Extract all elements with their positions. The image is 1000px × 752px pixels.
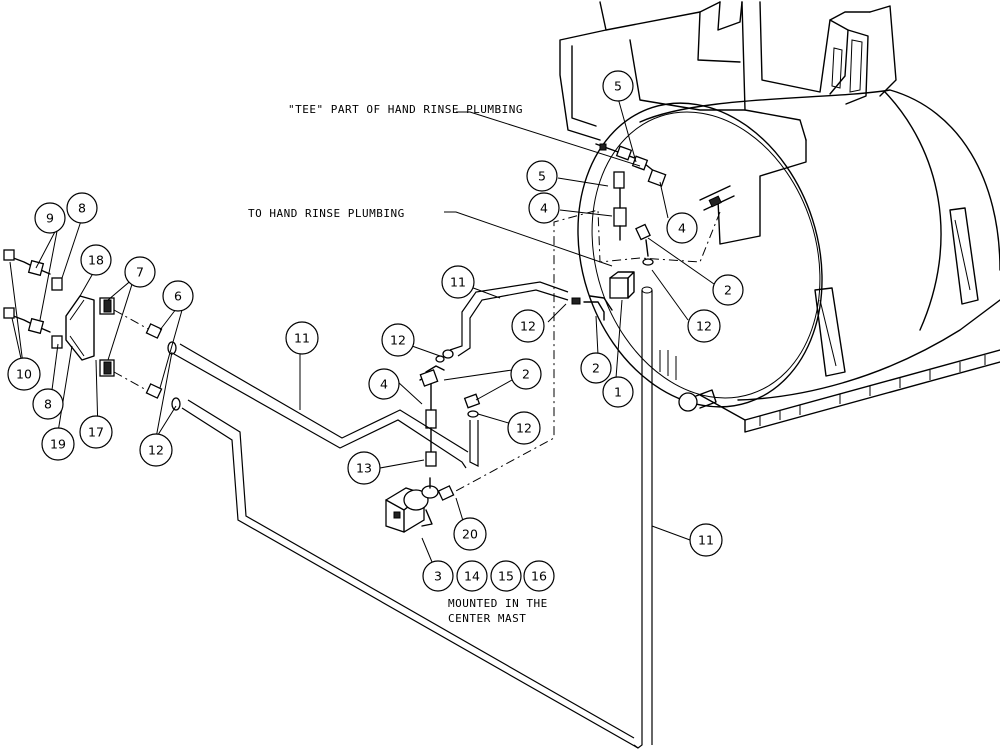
callout-12: 12 — [511, 309, 545, 343]
callout-12: 12 — [507, 411, 541, 445]
note-to-hand-rinse: TO HAND RINSE PLUMBING — [248, 207, 405, 220]
svg-text:7: 7 — [136, 265, 144, 280]
svg-text:19: 19 — [50, 437, 66, 452]
tank-assembly — [559, 1, 1000, 433]
svg-text:1: 1 — [614, 385, 622, 400]
callout-18: 18 — [80, 244, 112, 276]
svg-text:5: 5 — [538, 169, 546, 184]
svg-text:12: 12 — [516, 421, 532, 436]
middle-piping — [173, 281, 639, 749]
left-fittings — [3, 249, 181, 411]
svg-text:11: 11 — [450, 275, 466, 290]
callout-4: 4 — [368, 368, 400, 400]
svg-text:5: 5 — [614, 79, 622, 94]
svg-text:13: 13 — [356, 461, 372, 476]
svg-text:10: 10 — [16, 367, 32, 382]
svg-text:3: 3 — [434, 569, 442, 584]
svg-text:16: 16 — [531, 569, 547, 584]
callout-2: 2 — [712, 274, 744, 306]
callout-12: 12 — [687, 309, 721, 343]
svg-text:9: 9 — [46, 211, 54, 226]
svg-text:4: 4 — [678, 221, 686, 236]
callout-8: 8 — [66, 192, 98, 224]
callout-16: 16 — [523, 560, 555, 592]
callout-bubbles: 5 5 4 4 2 12 1 2 12 11 12 11 4 2 12 13 2… — [7, 70, 744, 592]
leader-lines — [9, 97, 715, 563]
callout-13: 13 — [347, 451, 381, 485]
note-mounted-line1: MOUNTED IN THE — [448, 597, 548, 610]
svg-text:6: 6 — [174, 289, 182, 304]
svg-text:15: 15 — [498, 569, 514, 584]
svg-text:8: 8 — [44, 397, 52, 412]
callout-14: 14 — [456, 560, 488, 592]
callout-4: 4 — [666, 212, 698, 244]
note-mounted-line2: CENTER MAST — [448, 612, 526, 625]
callout-6: 6 — [162, 280, 194, 312]
svg-text:2: 2 — [522, 367, 530, 382]
svg-text:20: 20 — [462, 527, 478, 542]
callout-10: 10 — [7, 357, 41, 391]
note-tee-hand-rinse: "TEE" PART OF HAND RINSE PLUMBING — [288, 103, 523, 116]
callout-2: 2 — [510, 358, 542, 390]
svg-text:4: 4 — [540, 201, 548, 216]
svg-text:8: 8 — [78, 201, 86, 216]
svg-text:12: 12 — [390, 333, 406, 348]
callout-8: 8 — [32, 388, 64, 420]
svg-text:12: 12 — [696, 319, 712, 334]
callout-1: 1 — [602, 376, 634, 408]
svg-text:12: 12 — [520, 319, 536, 334]
callout-20: 20 — [453, 517, 487, 551]
svg-text:11: 11 — [294, 331, 310, 346]
callout-5: 5 — [526, 160, 558, 192]
callout-19: 19 — [41, 427, 75, 461]
svg-text:17: 17 — [88, 425, 104, 440]
svg-text:2: 2 — [724, 283, 732, 298]
callout-12: 12 — [381, 323, 415, 357]
callout-11: 11 — [285, 321, 319, 355]
svg-text:12: 12 — [148, 443, 164, 458]
callout-17: 17 — [79, 415, 113, 449]
callout-3: 3 — [422, 560, 454, 592]
svg-text:14: 14 — [464, 569, 480, 584]
callout-15: 15 — [490, 560, 522, 592]
callout-12: 12 — [139, 433, 173, 467]
tee-fitting-stack — [571, 143, 667, 749]
callout-4: 4 — [528, 192, 560, 224]
callout-5: 5 — [602, 70, 634, 102]
callout-11: 11 — [441, 265, 475, 299]
callout-2: 2 — [580, 352, 612, 384]
callout-11: 11 — [689, 523, 723, 557]
svg-text:18: 18 — [88, 253, 104, 268]
svg-text:11: 11 — [698, 533, 714, 548]
callout-9: 9 — [34, 202, 66, 234]
callout-7: 7 — [124, 256, 156, 288]
svg-text:4: 4 — [380, 377, 388, 392]
svg-text:2: 2 — [592, 361, 600, 376]
